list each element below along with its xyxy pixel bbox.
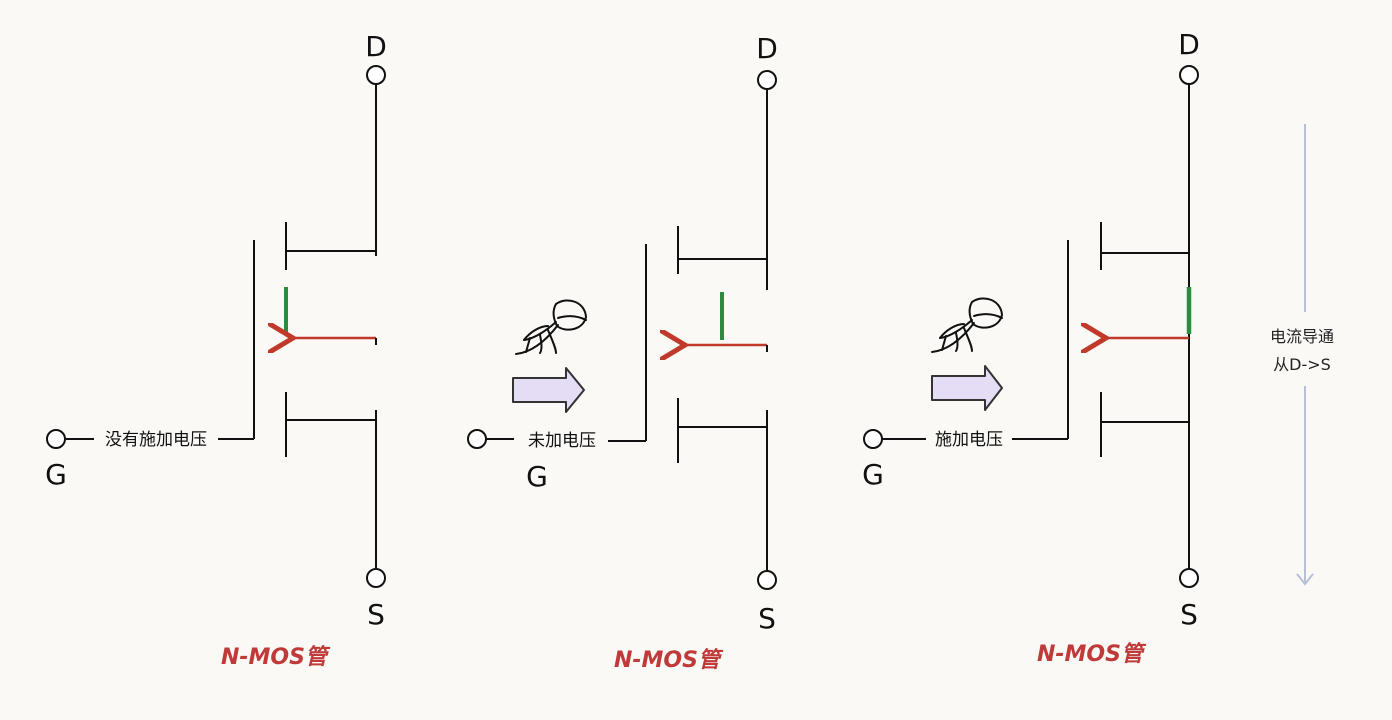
source-label: S [367,598,385,631]
gate-note: 没有施加电压 [105,430,207,450]
gate-label: G [862,458,884,491]
push-arrow-icon [931,365,1003,411]
drain-terminal [1179,65,1199,85]
drain-terminal [366,65,386,85]
caption: N-MOS管 [1037,641,1147,667]
gate-label: G [45,458,67,491]
source-terminal [366,568,386,588]
current-arrow-head-icon [1296,573,1314,586]
drain-terminal [757,70,777,90]
push-arrow-icon [512,367,585,413]
panel-1: D S 没有施加电压 G N-MOS管 [45,30,387,670]
gate-terminal [863,429,883,449]
caption: N-MOS管 [614,647,724,673]
drain-label: D [1178,28,1200,61]
drain-label: D [756,32,778,65]
caption: N-MOS管 [221,644,331,670]
panel-2: D S 未加电压 G N-MOS管 [467,32,778,673]
source-label: S [758,602,776,635]
gate-terminal [46,429,66,449]
gate-note: 施加电压 [935,430,1003,450]
source-terminal [757,570,777,590]
drain-label: D [365,30,387,63]
pushing-figure-icon [515,299,587,355]
gate-label: G [526,460,548,493]
panel-3: D S 施加电压 G N-MOS管 [862,28,1334,667]
pushing-figure-icon [931,297,1003,353]
source-label: S [1180,598,1198,631]
source-terminal [1179,568,1199,588]
current-note-line2: 从D->S [1273,355,1331,374]
gate-terminal [467,429,487,449]
gate-note: 未加电压 [528,431,596,451]
current-note-line1: 电流导通 [1270,327,1334,346]
